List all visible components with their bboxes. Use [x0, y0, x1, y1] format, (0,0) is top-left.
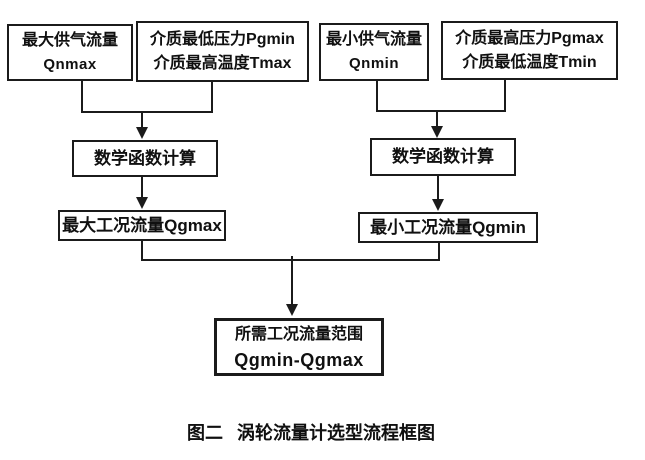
- node-label: 介质最低压力Pgmin: [150, 30, 295, 48]
- caption-title: 涡轮流量计选型流程框图: [237, 423, 435, 443]
- connector-bottom-merge: [141, 240, 440, 306]
- node-max-pressure-min-temp: 介质最高压力Pgmax 介质最低温度Tmin: [441, 21, 618, 80]
- arrowhead-to-calc-right: [431, 126, 443, 138]
- caption-number: 图二: [187, 423, 223, 443]
- node-min-pressure-max-temp: 介质最低压力Pgmin 介质最高温度Tmax: [136, 21, 309, 82]
- node-label: 最大工况流量Qgmax: [62, 215, 222, 235]
- arrowhead-to-result: [286, 304, 298, 316]
- node-max-working-flow: 最大工况流量Qgmax: [58, 210, 226, 241]
- node-min-working-flow: 最小工况流量Qgmin: [358, 212, 538, 243]
- node-label: 最小供气流量: [325, 31, 422, 48]
- node-label: 最大供气流量: [21, 31, 118, 49]
- node-label: 最小工况流量Qgmin: [370, 217, 526, 237]
- node-sublabel: 介质最低温度Tmin: [462, 53, 597, 71]
- arrowhead-to-calc-left: [136, 127, 148, 139]
- node-label: 所需工况流量范围: [234, 325, 363, 343]
- node-label: 数学函数计算: [392, 147, 494, 166]
- connector-right-merge: [376, 79, 506, 128]
- node-math-calc-right: 数学函数计算: [370, 138, 516, 176]
- node-min-supply-flow: 最小供气流量 Qnmin: [319, 23, 429, 81]
- connector-left-merge: [81, 80, 213, 129]
- arrowhead-to-qgmax: [136, 197, 148, 209]
- node-sublabel: Qnmin: [349, 55, 399, 72]
- figure-caption: 图二涡轮流量计选型流程框图: [0, 419, 622, 445]
- node-max-supply-flow: 最大供气流量 Qnmax: [7, 24, 133, 81]
- node-math-calc-left: 数学函数计算: [72, 140, 218, 177]
- node-required-flow-range: 所需工况流量范围 Qgmin-Qgmax: [214, 318, 384, 376]
- arrowhead-to-qgmin: [432, 199, 444, 211]
- node-label: 介质最高压力Pgmax: [455, 29, 604, 47]
- node-sublabel: Qgmin-Qgmax: [234, 349, 364, 370]
- node-sublabel: Qnmax: [43, 55, 97, 73]
- node-label: 数学函数计算: [94, 148, 196, 168]
- node-sublabel: 介质最高温度Tmax: [153, 54, 292, 72]
